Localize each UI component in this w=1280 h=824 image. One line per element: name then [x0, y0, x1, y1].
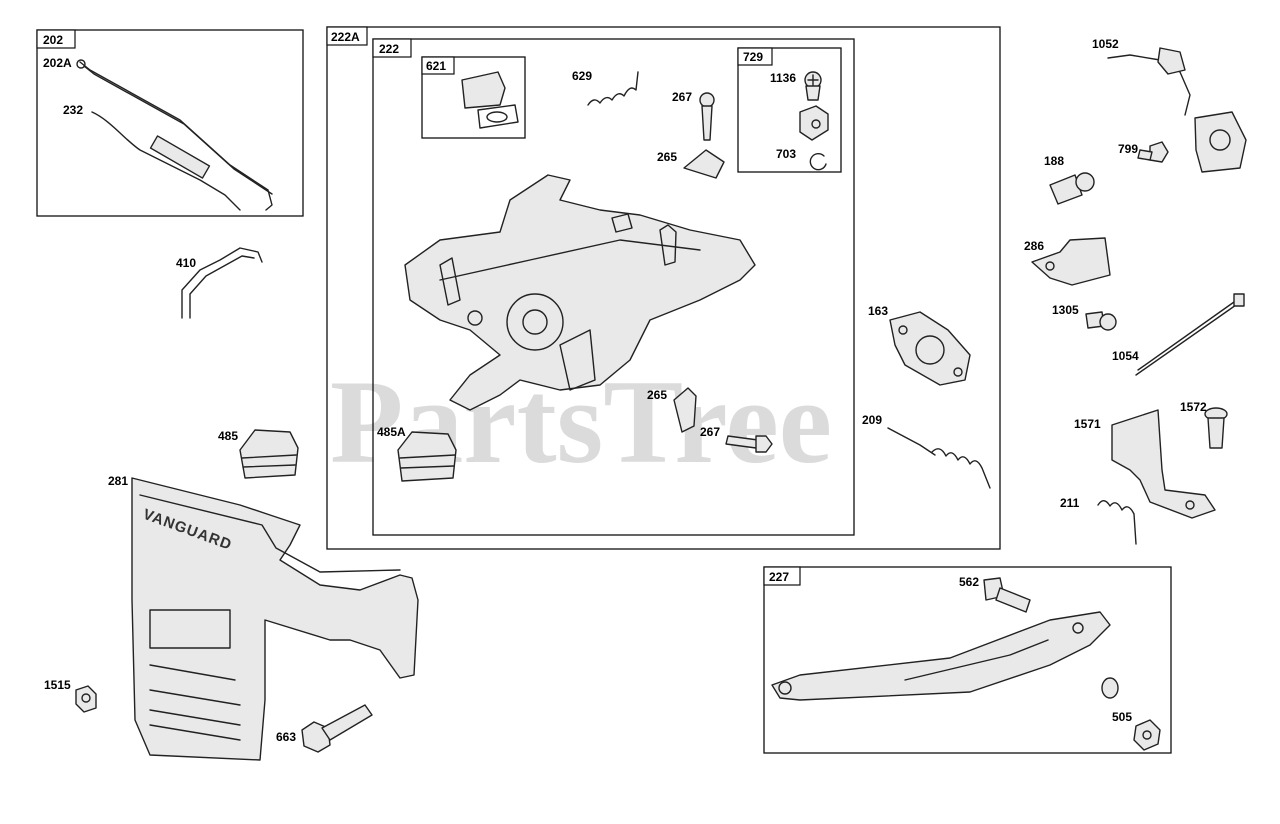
- group-729-tag: [737, 47, 773, 66]
- group-202: 202: [36, 29, 304, 217]
- label-799[interactable]: 799: [1118, 142, 1138, 156]
- control-lever-227-part: [771, 611, 1111, 701]
- group-222-tag: [372, 38, 412, 58]
- label-232[interactable]: 232: [63, 103, 83, 117]
- group-202-tag: [36, 29, 76, 49]
- label-629[interactable]: 629: [572, 69, 592, 83]
- group-222A-label: 222A: [331, 30, 360, 44]
- bolt-1305-part: [1085, 311, 1117, 331]
- label-265a[interactable]: 265: [657, 150, 677, 164]
- group-729-label: 729: [743, 50, 763, 64]
- group-222A: 222A: [326, 26, 1001, 550]
- label-1515[interactable]: 1515: [44, 678, 71, 692]
- grommet-485-part: [239, 429, 299, 479]
- washer-227-part: [1101, 677, 1119, 699]
- hose-410-part: [181, 247, 263, 319]
- group-222: 222: [372, 38, 855, 536]
- label-663[interactable]: 663: [276, 730, 296, 744]
- bolt-663-part: [301, 704, 373, 753]
- cable-tie-1054-part: [1135, 293, 1245, 376]
- group-202-frame: [36, 29, 304, 217]
- group-621-tag: [421, 56, 455, 75]
- label-163[interactable]: 163: [868, 304, 888, 318]
- throttle-cable-part: [76, 59, 273, 211]
- label-485A[interactable]: 485A: [377, 425, 406, 439]
- bolt-188-part: [1049, 172, 1095, 205]
- label-562[interactable]: 562: [959, 575, 979, 589]
- group-222A-frame: [326, 26, 1001, 550]
- label-211[interactable]: 211: [1060, 496, 1080, 510]
- group-222-label: 222: [379, 42, 399, 56]
- label-485[interactable]: 485: [218, 429, 238, 443]
- spring-209-part: [887, 427, 991, 489]
- spring-629-part: [587, 71, 639, 106]
- plate-621-part: [477, 104, 519, 129]
- label-505[interactable]: 505: [1112, 710, 1132, 724]
- label-1571[interactable]: 1571: [1074, 417, 1101, 431]
- clip-265-lower-part: [673, 387, 697, 433]
- pin-562-part: [983, 577, 1031, 613]
- nut-1515-part: [75, 685, 97, 713]
- label-703[interactable]: 703: [776, 147, 796, 161]
- bolt-1572-part: [1204, 407, 1228, 449]
- group-729: 729: [737, 47, 842, 173]
- switch-286-part: [1031, 237, 1111, 286]
- gasket-163-part: [889, 311, 971, 386]
- label-267a[interactable]: 267: [672, 90, 692, 104]
- group-222A-tag: [326, 26, 368, 46]
- ignition-switch-1052-part: [1107, 47, 1247, 173]
- swivel-729-part: [799, 105, 829, 141]
- label-1572[interactable]: 1572: [1180, 400, 1207, 414]
- grommet-485A-part: [397, 431, 457, 482]
- stud-267-lower-part: [725, 435, 773, 453]
- label-267b[interactable]: 267: [700, 425, 720, 439]
- group-222-frame: [372, 38, 855, 536]
- governor-control-bracket-part: [404, 174, 756, 411]
- group-227-label: 227: [769, 570, 789, 584]
- group-621: 621: [421, 56, 526, 139]
- group-227-tag: [763, 566, 801, 586]
- label-1136[interactable]: 1136: [770, 71, 796, 85]
- clip-621-part: [461, 71, 506, 109]
- group-729-frame: [737, 47, 842, 173]
- nut-505-part: [1133, 719, 1161, 751]
- blower-housing-281-part: VANGUARD: [131, 477, 419, 761]
- label-188[interactable]: 188: [1044, 154, 1064, 168]
- group-621-frame: [421, 56, 526, 139]
- clip-265-upper-part: [683, 149, 725, 179]
- screw-799-part: [1137, 141, 1169, 163]
- bracket-1571-part: [1111, 409, 1216, 519]
- label-410[interactable]: 410: [176, 256, 196, 270]
- label-209[interactable]: 209: [862, 413, 882, 427]
- screw-1136-part: [804, 71, 822, 101]
- group-227: 227: [763, 566, 1172, 754]
- clip-703-part: [809, 152, 827, 171]
- group-621-label: 621: [426, 59, 446, 73]
- label-265b[interactable]: 265: [647, 388, 667, 402]
- stud-267-upper-part: [699, 92, 715, 141]
- group-202-label: 202: [43, 33, 63, 47]
- group-227-frame: [763, 566, 1172, 754]
- label-1054[interactable]: 1054: [1112, 349, 1139, 363]
- label-202A[interactable]: 202A: [43, 56, 72, 70]
- label-1305[interactable]: 1305: [1052, 303, 1079, 317]
- label-281[interactable]: 281: [108, 474, 128, 488]
- label-286[interactable]: 286: [1024, 239, 1044, 253]
- spring-211-part: [1097, 500, 1137, 545]
- label-1052[interactable]: 1052: [1092, 37, 1119, 51]
